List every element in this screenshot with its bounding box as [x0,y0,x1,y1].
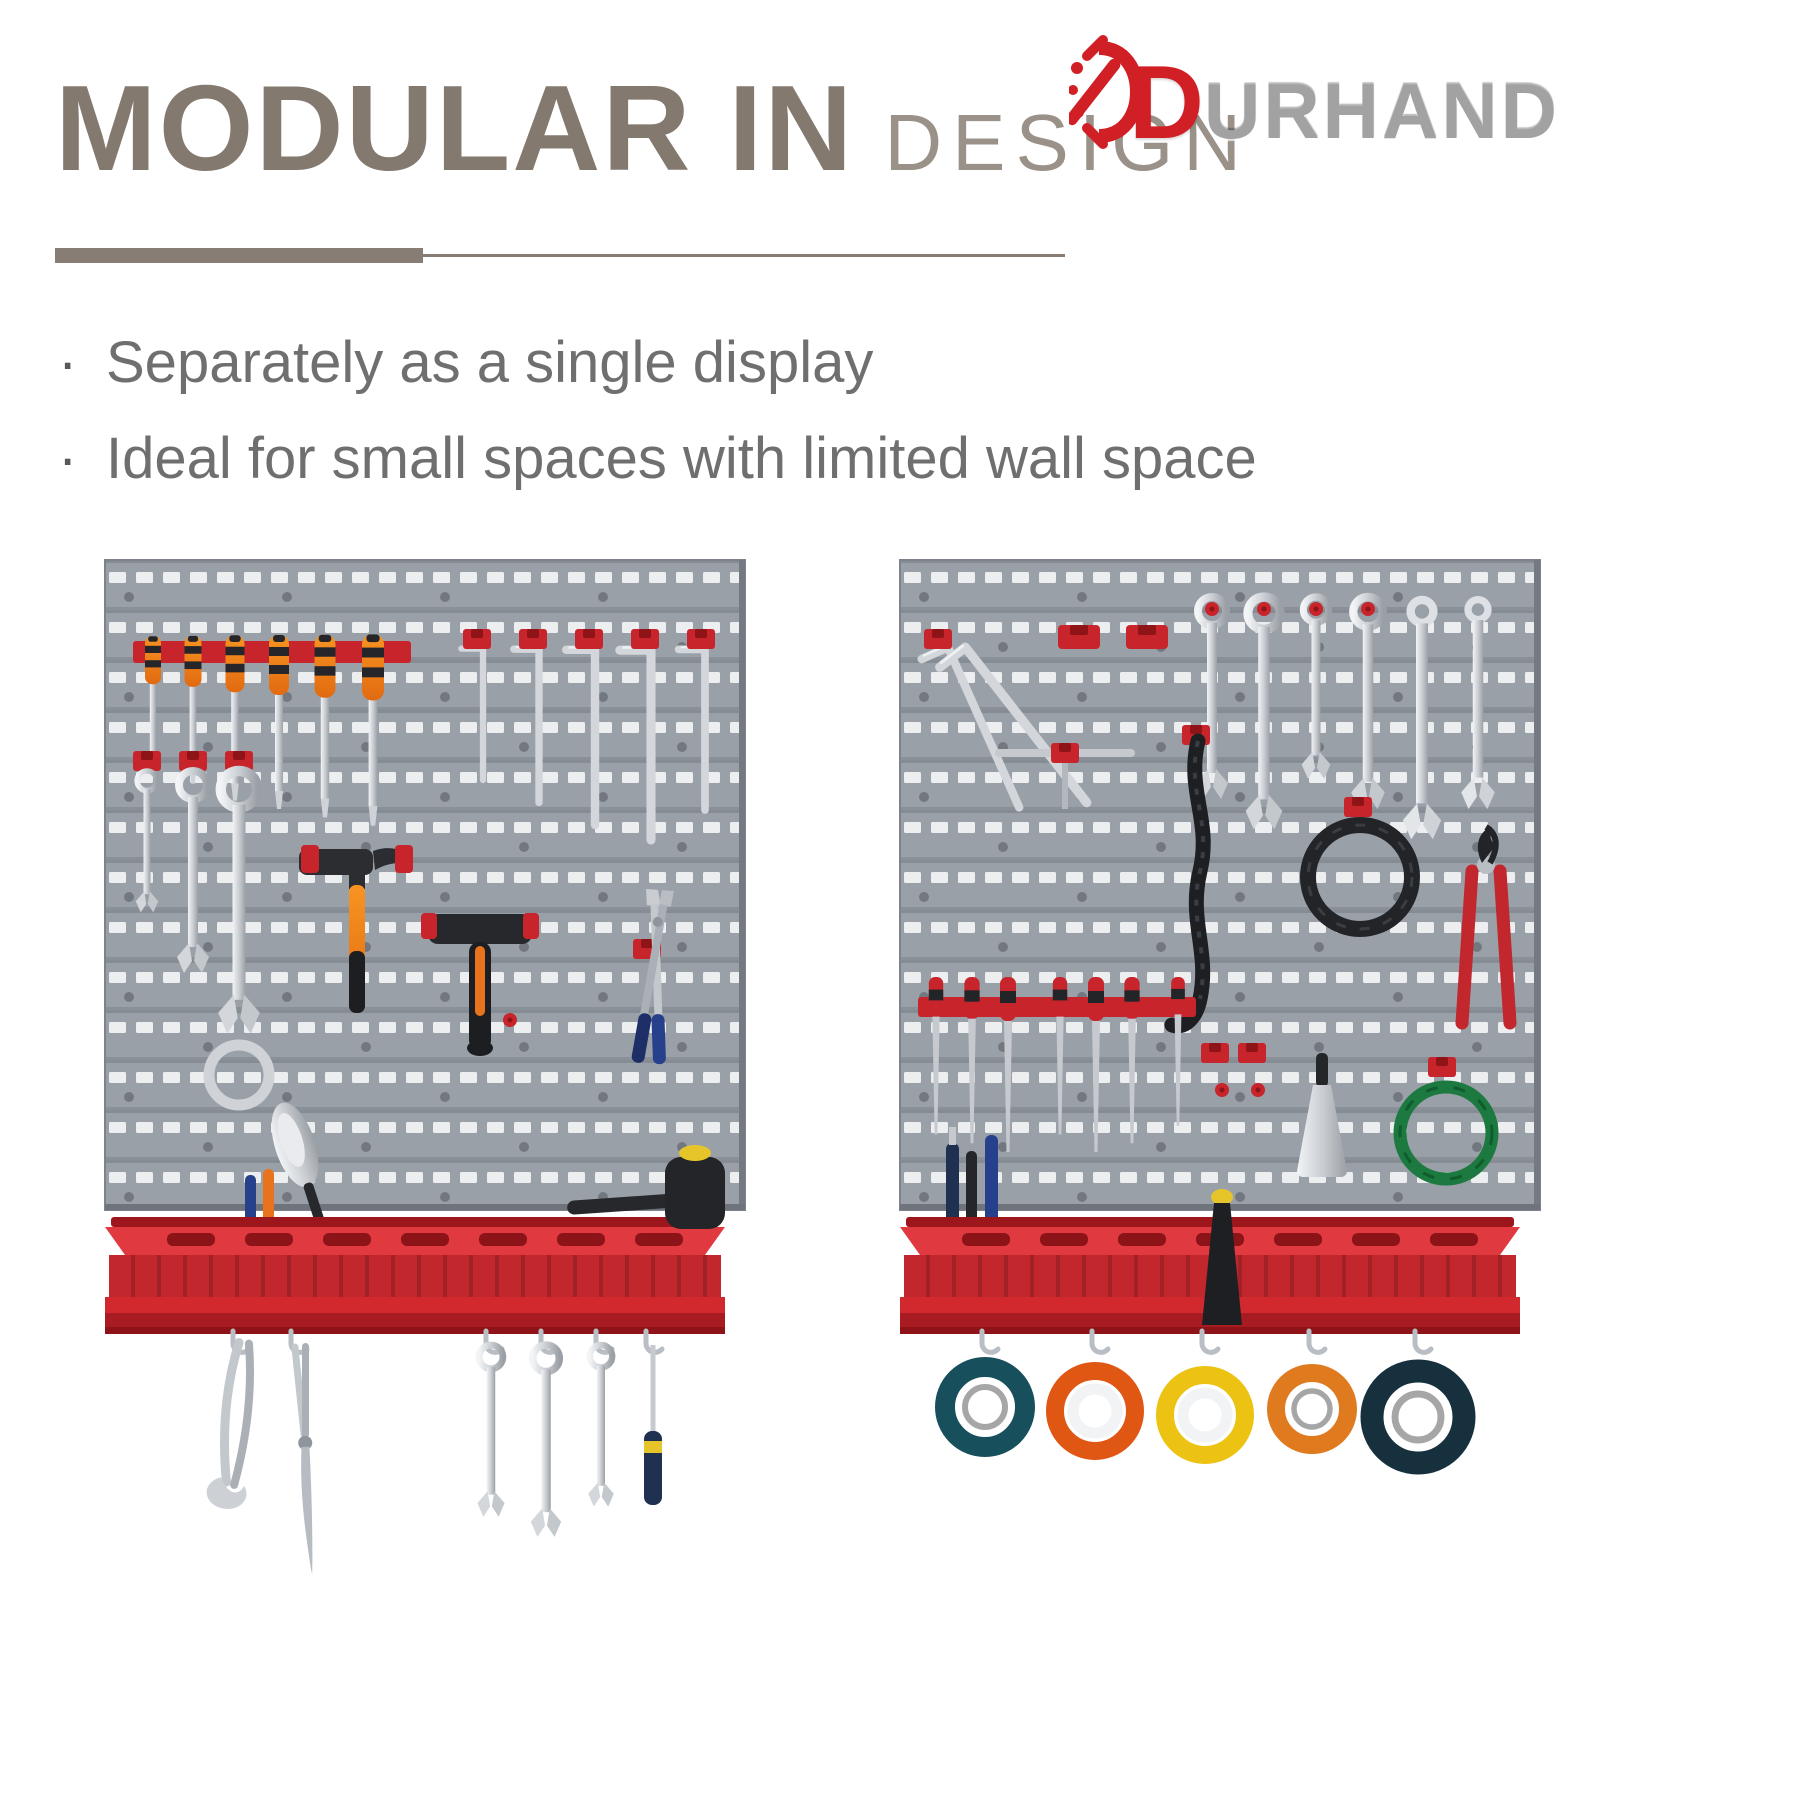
red-clip-icon [1344,797,1372,817]
red-clamp-icon [523,913,539,939]
red-clip-icon [463,629,491,649]
shelf-hook-icon [1202,1331,1218,1352]
tape-roll-icon [1276,1373,1348,1445]
red-clip-icon [1238,1043,1266,1063]
pegboard-panel [899,559,1541,1211]
bullet-2-text: Ideal for small spaces with limited wall… [106,426,1257,492]
tape-roll-icon [945,1367,1025,1447]
red-peg-icon [1215,1083,1229,1097]
red-clip-icon [519,629,547,649]
red-clip-icon [924,629,952,649]
page-title: MODULAR IN DESIGN [55,58,1251,198]
shelf-hook-icon [982,1331,998,1352]
red-clip-icon [1201,1043,1229,1063]
red-bracket-icon [1058,625,1168,649]
shelf-hook-icon [1092,1331,1108,1352]
ring-wrench-icon [203,1039,275,1111]
bullet-2: · Ideal for small spaces with limited wa… [58,418,1257,500]
red-clip-icon [1428,1057,1456,1077]
logo-text: URHAND [1204,67,1560,155]
punch-cone-icon [1202,1203,1242,1325]
punch-cap-icon [1211,1189,1233,1205]
bullet-dot: · [58,426,78,492]
title-main: MODULAR IN [55,60,855,196]
title-underline [55,248,1065,264]
locking-pliers-icon [205,1341,262,1511]
red-peg-icon [1205,602,1219,616]
durhand-logo: D URHAND [1065,20,1560,157]
bullet-1-text: Separately as a single display [106,330,874,395]
orange-handle-icon [263,1169,274,1227]
feature-bullets: · Separately as a single display · Ideal… [58,322,1257,515]
shelf-hook-icon [1415,1331,1431,1352]
red-clip-icon [133,751,161,771]
left-pegboard [104,559,746,1576]
navy-screwdriver-icon [644,1345,662,1505]
durhand-wrench-d-icon [1065,34,1144,157]
underline-thick-bar [55,248,423,263]
shelf-hook-icon [1309,1331,1325,1352]
red-clamp-icon [421,913,437,939]
tool-shelf [105,1217,725,1334]
hanging-wrench-icon [588,1345,614,1507]
blue-handle-icon [946,1143,959,1227]
blue-handle-icon [985,1135,998,1227]
mallet-handle-icon [567,1192,697,1215]
red-clamp-icon [301,845,319,873]
pegboard-illustrations [95,545,1550,1800]
tape-roll-icon [1055,1371,1135,1451]
red-clip-icon [687,629,715,649]
red-peg-icon [1257,602,1271,616]
title-sub: DESIGN [884,98,1252,187]
tape-roll-icon [1165,1375,1245,1455]
red-peg-icon [1361,602,1375,616]
red-peg-icon [503,1013,517,1027]
hanging-wrench-icon [477,1345,504,1517]
needle-nose-pliers-icon [291,1342,322,1576]
bullet-1: · Separately as a single display [58,322,1257,404]
red-clip-icon [631,629,659,649]
black-handle-icon [966,1151,977,1227]
red-clip-icon [1051,743,1079,763]
hanging-wrench-icon [531,1345,561,1537]
red-peg-icon [1309,602,1323,616]
bullet-dot: · [58,330,78,395]
red-peg-icon [1251,1083,1265,1097]
red-clamp-icon [395,845,413,873]
blue-handle-icon [245,1175,256,1227]
right-pegboard [899,559,1541,1800]
metal-tip-icon [949,1127,956,1145]
tape-roll-icon [1372,1371,1464,1463]
underline-thin-line [423,254,1065,257]
red-clip-icon [575,629,603,649]
